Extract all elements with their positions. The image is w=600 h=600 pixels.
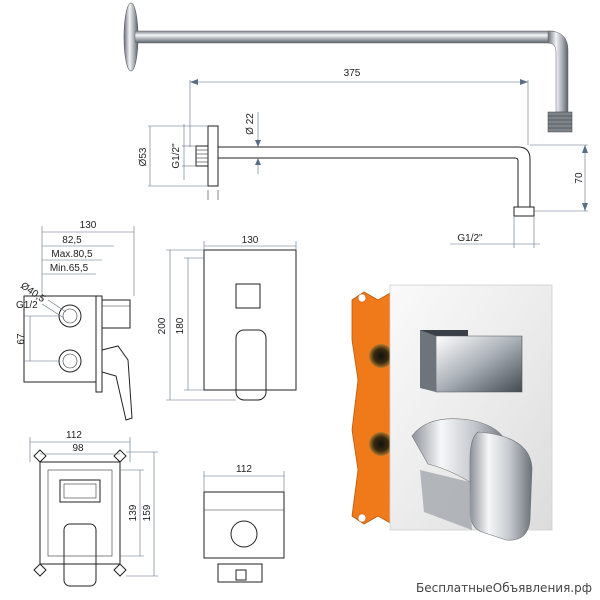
side-depth-min-label: Min.65,5 (50, 263, 89, 274)
side-depth-max-label: Max.80,5 (51, 249, 93, 260)
thread-left-label: G1/2" (171, 143, 182, 169)
mixer-side-view (23, 226, 135, 421)
box-outer-height-label: 159 (142, 504, 153, 521)
side-width-label: 130 (80, 220, 97, 231)
shower-arm-drawing (148, 79, 588, 248)
watermark-text: БесплатныеОбъявления.рф (416, 581, 592, 595)
drop-height-label: 70 (574, 172, 585, 184)
mixer-bottom-view (203, 471, 285, 583)
mixer-front-view (166, 241, 297, 401)
side-spacing-label: 67 (16, 333, 27, 345)
side-thread-label: G1/2 (16, 300, 38, 311)
arm-length-label: 375 (344, 68, 361, 79)
shower-arm-photo (123, 2, 573, 133)
front-height-inner-label: 180 (175, 317, 186, 334)
bottom-width-label: 112 (236, 464, 252, 475)
box-inner-height-label: 139 (128, 504, 139, 521)
side-depth-a-label: 82,5 (62, 235, 82, 246)
thread-outlet-label: G1/2" (457, 233, 483, 244)
flange-diameter-label: Ø53 (138, 147, 149, 166)
pipe-diameter-label: Ø 22 (245, 113, 256, 135)
front-width-label: 130 (242, 235, 259, 246)
mixer-photo (351, 284, 553, 541)
box-outer-width-label: 112 (66, 430, 82, 441)
mixer-box-plan (29, 437, 158, 587)
box-inner-width-label: 98 (72, 443, 84, 454)
front-height-outer-label: 200 (157, 317, 168, 334)
